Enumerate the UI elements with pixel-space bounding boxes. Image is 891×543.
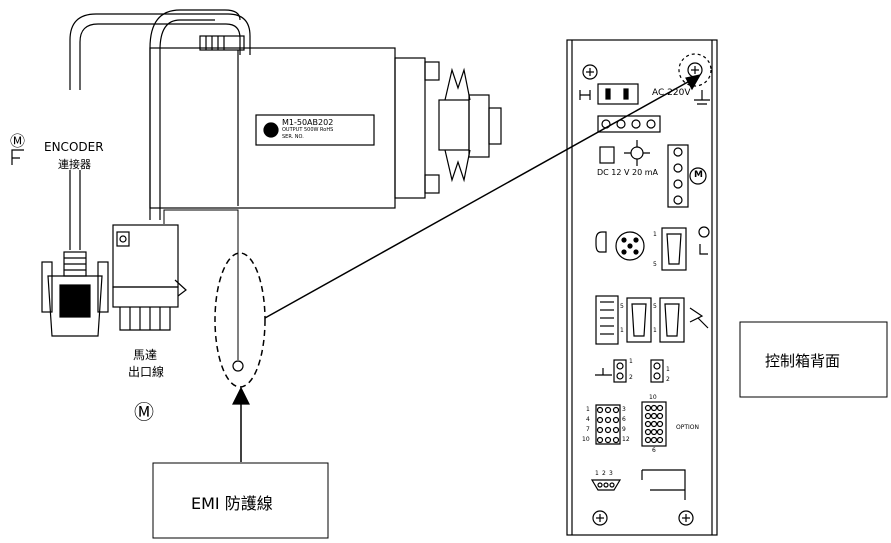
pin-bottom-3: 3 <box>609 470 613 477</box>
pin-label-1c: 1 <box>653 327 657 334</box>
encoder-plug-icon <box>11 149 24 165</box>
pin-left-4: 4 <box>586 416 590 423</box>
pin-label-5c: 5 <box>653 303 657 310</box>
arrow-to-ground-screw <box>264 77 696 319</box>
servo-motor <box>149 35 502 209</box>
pin-label-1e: 1 <box>666 366 670 373</box>
control-box-label-box <box>739 321 888 398</box>
pin-label-2e: 2 <box>666 376 670 383</box>
encoder-db-connector <box>41 251 109 337</box>
ac-power-label: AC 220V <box>652 88 691 98</box>
motor-output-symbol: Ⓜ <box>134 400 154 424</box>
encoder-title: ENCODER <box>44 140 104 154</box>
motor-output-label-2: 出口線 <box>128 365 165 379</box>
motor-output-label-1: 馬達 <box>133 348 158 362</box>
emi-label: EMI 防護線 <box>191 494 273 513</box>
emi-highlight-ellipse <box>214 252 266 388</box>
control-box-panel <box>566 39 718 536</box>
motor-m-symbol: M <box>694 170 703 180</box>
pin-right-9: 9 <box>622 426 626 433</box>
encoder-cable <box>69 9 251 250</box>
pin-right-3: 3 <box>622 406 626 413</box>
motor-model-label: M1-50AB202 <box>282 118 334 127</box>
pin-label-1d: 1 <box>629 358 633 365</box>
pin-label-1b: 1 <box>620 327 624 334</box>
pin-label-10: 10 <box>649 394 657 401</box>
pin-bottom-1: 1 <box>595 470 599 477</box>
pin-right-6: 6 <box>622 416 626 423</box>
pin-label-6: 6 <box>652 447 656 454</box>
control-box-back-label: 控制箱背面 <box>765 352 841 370</box>
encoder-symbol: Ⓜ <box>10 132 26 150</box>
motor-spec-label: OUTPUT 500W RoHS <box>282 127 334 133</box>
emi-shield-wire <box>163 209 239 360</box>
pin-bottom-2: 2 <box>602 470 606 477</box>
pin-label-1a: 1 <box>653 231 657 238</box>
emi-ground-terminal <box>232 360 244 372</box>
option-label: OPTION <box>676 424 699 431</box>
pin-left-10: 10 <box>582 436 590 443</box>
pin-label-2d: 2 <box>629 374 633 381</box>
pin-label-5b: 5 <box>620 303 624 310</box>
pin-left-1: 1 <box>586 406 590 413</box>
encoder-subtitle: 連接器 <box>58 158 91 171</box>
emi-label-box <box>152 462 329 539</box>
pin-left-7: 7 <box>586 426 590 433</box>
pin-label-5a: 5 <box>653 261 657 268</box>
dc-rating-label: DC 12 V 20 mA <box>597 168 659 177</box>
motor-serial-label: SER. NO. <box>282 134 304 140</box>
motor-output-connector <box>112 224 187 331</box>
pin-right-12: 12 <box>622 436 630 443</box>
